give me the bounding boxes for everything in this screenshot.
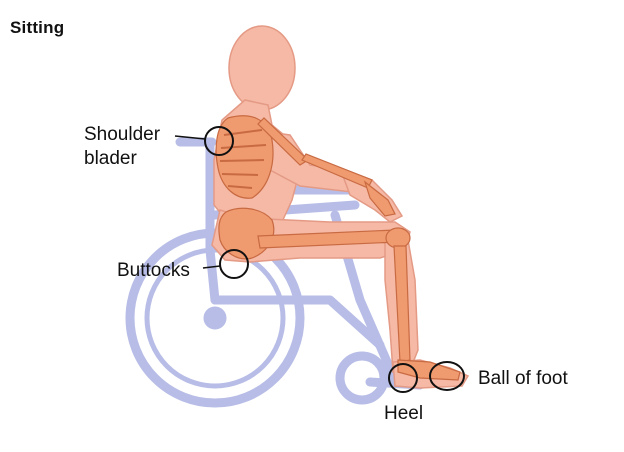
shoulder-blade-label-line2: blader: [84, 148, 137, 169]
shoulder-blade-label-line1: Shoulder: [84, 124, 161, 145]
rib-lines: [219, 129, 267, 189]
large-wheel-inner: [144, 247, 286, 389]
backrest-post: [205, 137, 220, 305]
tibia: [393, 245, 411, 363]
knee: [385, 227, 411, 249]
skeleton: [215, 115, 461, 381]
buttocks-leader: [202, 265, 221, 269]
diagram-title: Sitting: [10, 18, 65, 37]
shoulder-blade-marker: [204, 126, 234, 156]
forearm-bones: [301, 153, 373, 189]
buttocks-label: Buttocks: [117, 260, 190, 281]
pressure-markers: [204, 126, 465, 393]
wheel-hub: [203, 306, 227, 330]
hand-bones: [363, 180, 396, 217]
lower-frame: [210, 295, 385, 350]
heel-marker: [388, 363, 418, 393]
foot-bones: [397, 359, 461, 381]
ball-of-foot-marker: [429, 361, 465, 391]
ball-of-foot-label: Ball of foot: [478, 368, 568, 389]
buttocks-marker: [219, 249, 249, 279]
caster-wheel: [335, 351, 389, 405]
leader-lines: [174, 135, 221, 269]
heel-label: Heel: [384, 403, 424, 424]
head: [228, 25, 296, 111]
shoulder-leader: [174, 135, 206, 140]
